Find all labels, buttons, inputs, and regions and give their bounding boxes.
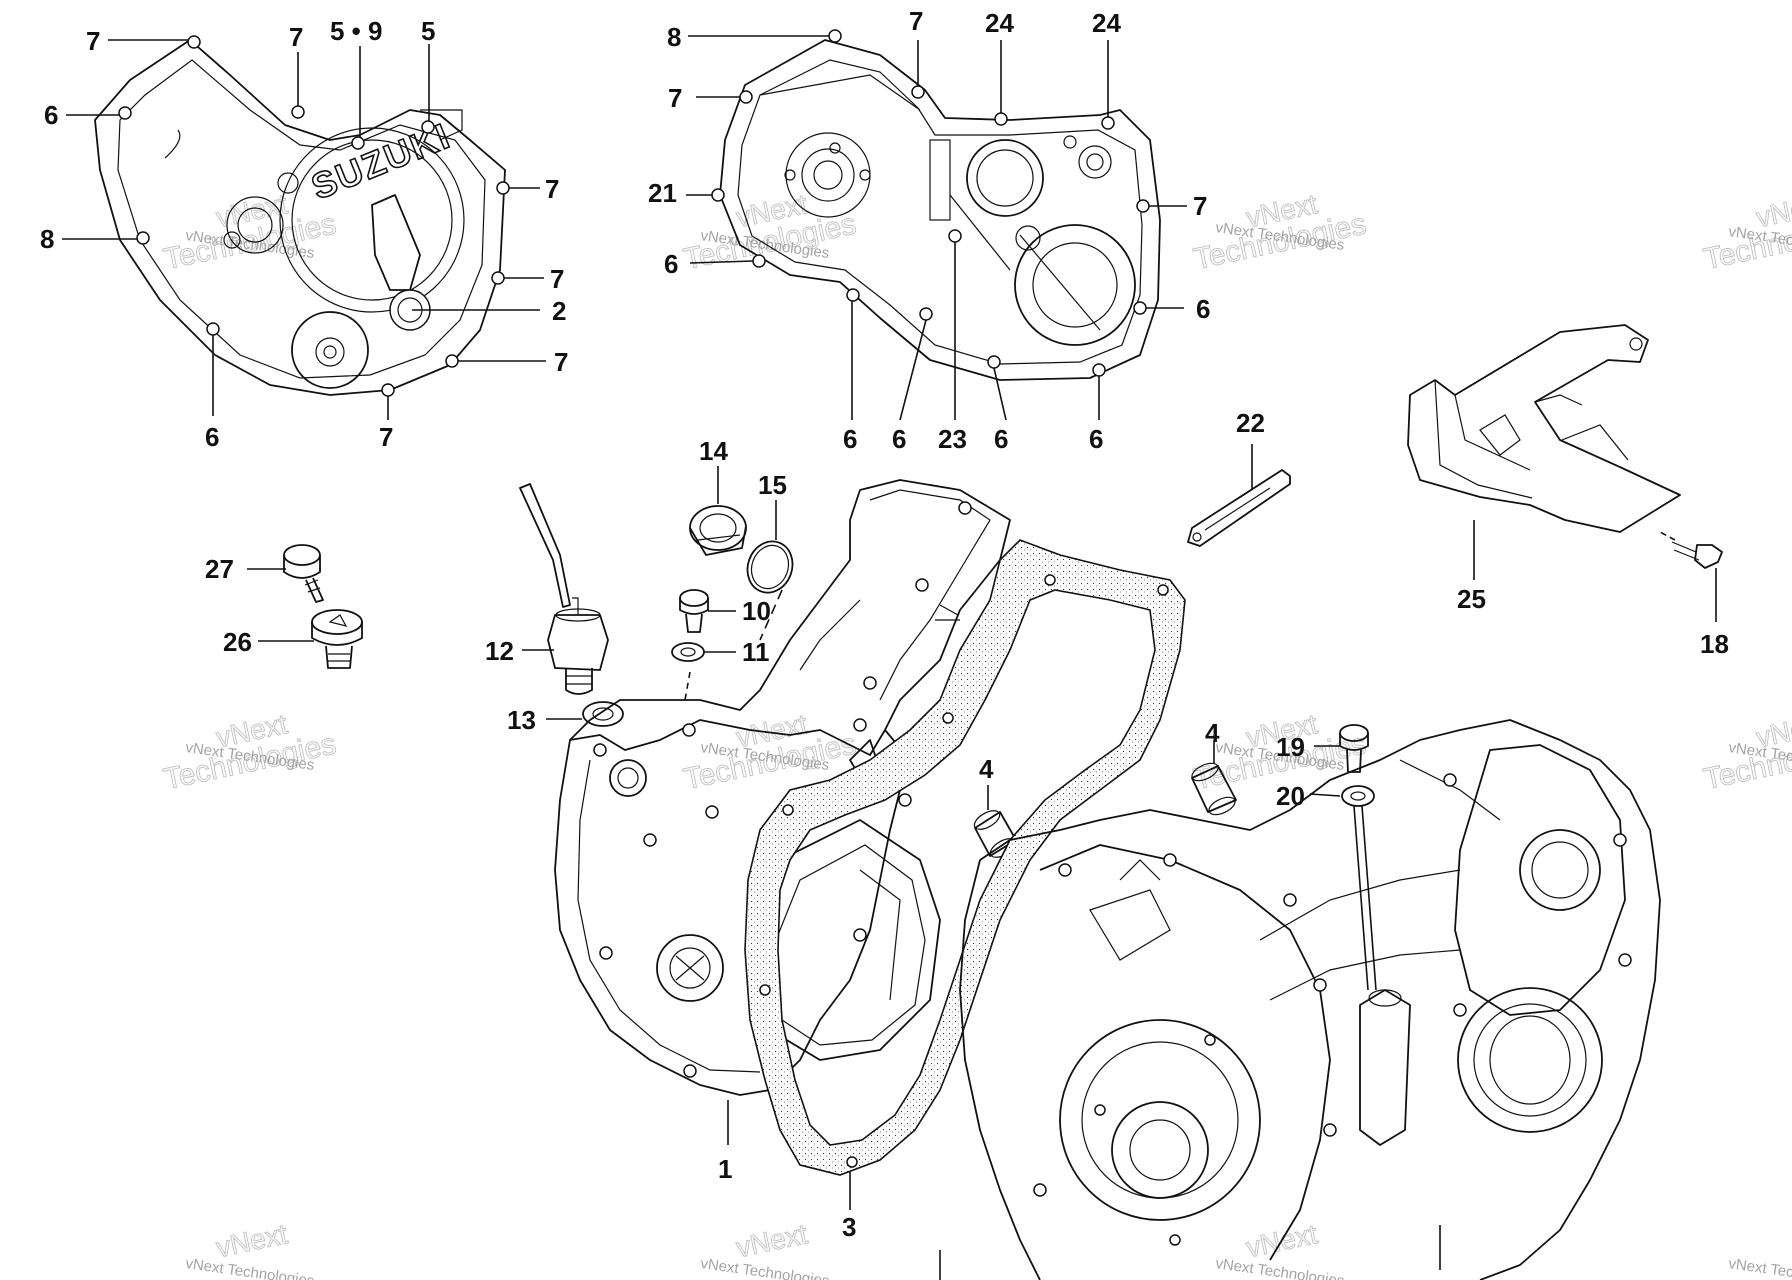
callout-labels: 7 7 5 • 9 5 6 7 8 7 2 7 6 7 8 7 24 24 7 … [40,6,1729,1242]
callout-label: 11 [742,637,770,667]
callout-label: 6 [843,424,857,454]
watermark-small: vNext Technologies [1214,1255,1345,1280]
bolt-19 [1339,724,1369,773]
callout-label: 24 [985,8,1014,38]
o-ring-15 [746,540,794,594]
svg-text:vNext: vNext [733,1218,810,1263]
crankcase-gasket [744,539,1186,1176]
strap-part [1187,469,1291,547]
sensor-12 [519,483,609,695]
bolt-18 [1659,531,1723,569]
callout-label: 7 [909,6,923,36]
callout-label: 22 [1236,408,1265,438]
callout-label: 1 [718,1154,732,1184]
watermark: vNext [733,1218,811,1264]
washer-13 [582,701,624,727]
watermark-small: vNext Technologies [1727,1255,1792,1280]
callout-label: 7 [550,264,564,294]
drain-plug-26 [311,609,363,669]
callout-label: 7 [1193,191,1207,221]
magneto-cover [711,29,1161,381]
crankcase-left [554,479,1011,1096]
callout-label: 10 [742,596,771,626]
callout-label: 13 [507,705,536,735]
callout-label: 7 [289,22,303,52]
callout-label: 4 [1205,718,1220,748]
plug-14 [689,505,747,556]
callout-label: 21 [648,178,677,208]
callout-label: 6 [44,100,58,130]
callout-label: 6 [664,249,678,279]
callout-label: 18 [1700,629,1729,659]
callout-label: 7 [379,422,393,452]
callout-label: 7 [554,347,568,377]
callout-label: 19 [1276,732,1305,762]
callout-label: 6 [994,424,1008,454]
callout-label: 27 [205,554,234,584]
watermark: vNext [213,1218,291,1264]
callout-label: 7 [668,83,682,113]
callout-label: 5 [421,16,435,46]
callout-label: 8 [40,224,54,254]
callout-label: 3 [842,1212,856,1242]
callout-label: 6 [205,422,219,452]
washer-20 [1341,785,1375,807]
callout-label: 25 [1457,584,1486,614]
leader-dash [684,671,691,701]
callout-label: 6 [1089,424,1103,454]
callout-label: 15 [758,470,787,500]
callout-label: 7 [86,26,100,56]
leader-dash [759,589,783,641]
callout-label: 4 [979,754,994,784]
watermark-layer: vNext Technologies vNext Technologies vN… [160,188,1792,1280]
svg-text:vNext: vNext [213,1218,290,1263]
watermark-small: vNext Technologies [184,1255,315,1280]
callout-label: 23 [938,424,967,454]
leader-dash [1353,805,1377,991]
callout-label: 5 • 9 [330,16,382,46]
bolt-27 [283,544,324,603]
bracket-guard [1407,324,1681,533]
washer-11 [671,642,705,662]
callout-label: 2 [552,296,566,326]
callout-label: 7 [545,174,559,204]
callout-label: 14 [699,436,728,466]
callout-label: 12 [485,636,514,666]
callout-label: 24 [1092,8,1121,38]
crankcase-right [959,719,1661,1280]
watermark-small: vNext Technologies [699,1255,830,1280]
dowel-pin [1191,762,1237,816]
callout-label: 6 [1196,294,1210,324]
leader-lines [62,35,1717,1280]
callout-label: 20 [1276,781,1305,811]
callout-label: 26 [223,627,252,657]
bolt-10 [679,589,709,633]
callout-label: 8 [667,22,681,52]
callout-label: 6 [892,424,906,454]
